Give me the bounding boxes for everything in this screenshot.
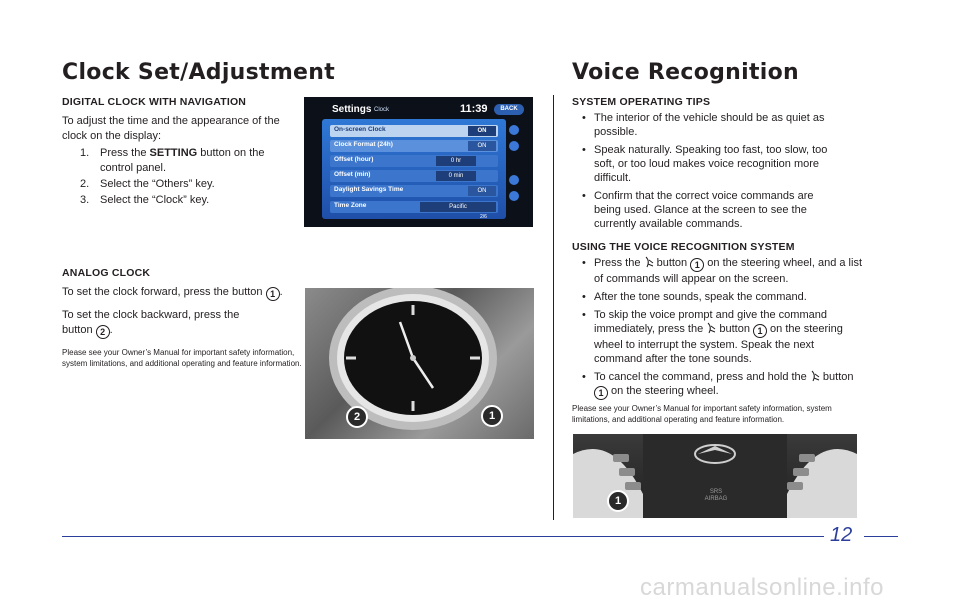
screen-list: On-screen Clock ON Clock Format (24h) ON… [322,119,506,219]
watermark: carmanualsonline.info [640,574,884,601]
footer-rule-right [864,536,898,537]
screen-crumb: Clock [374,107,390,113]
screen-row-2: Clock Format (24h) ON [330,140,498,152]
digital-clock-steps: 1. Press the SETTING button on the contr… [72,146,292,209]
analog-backward-text: To set the clock backward, press the but… [62,309,240,339]
voice-talk-icon [645,256,653,268]
using-list: Press the button 1 on the steering wheel… [572,256,862,404]
tip-2: Speak naturally. Speaking too fast, too … [572,143,842,185]
screen-scrollbar [509,125,521,213]
screen-header: Settings Clock 11:39 BACK [310,101,527,121]
screen-title: Settings [332,104,372,115]
screen-back-button: BACK [494,104,524,115]
button-1-icon: 1 [594,386,608,400]
callout-1: 1 [481,405,503,427]
screen-row-3: Offset (hour) 0 hr [330,155,498,167]
callout-1: 1 [607,490,629,512]
using-step-4: To cancel the command, press and hold th… [572,370,862,400]
step-3: 3. Select the “Clock” key. [80,194,210,206]
step-2: 2. Select the “Others” key. [80,178,215,190]
screen-time: 11:39 [460,103,488,115]
footer-rule-left [62,536,824,537]
voice-safety-note: Please see your Owner’s Manual for impor… [572,404,832,424]
using-step-2: After the tone sounds, speak the command… [572,290,862,304]
column-divider [553,95,554,520]
digital-clock-intro: To adjust the time and the appearance of… [62,115,280,142]
steering-wheel-drawing [573,434,857,518]
tips-heading: SYSTEM OPERATING TIPS [572,96,711,108]
page-number: 12 [830,524,853,546]
tips-list: The interior of the vehicle should be as… [572,111,842,235]
setting-keyword: SETTING [149,147,198,159]
srs-airbag-label: SRS AIRBAG [704,489,728,502]
button-1-icon: 1 [265,287,280,301]
clock-section-title: Clock Set/Adjustment [62,60,336,85]
analog-forward-text: To set the clock forward, press the butt… [62,286,283,301]
using-heading: USING THE VOICE RECOGNITION SYSTEM [572,241,795,253]
analog-clock-image: 2 1 [305,288,534,439]
screen-pager: 2/6 [480,214,487,220]
callout-2: 2 [346,406,368,428]
steering-wheel-image: SRS AIRBAG 1 [573,434,857,518]
screen-row-4: Offset (min) 0 min [330,170,498,182]
step-1: 1. Press the SETTING button on the contr… [80,147,265,174]
voice-section-title: Voice Recognition [572,60,800,85]
button-1-icon: 1 [753,324,767,338]
tip-3: Confirm that the correct voice commands … [572,189,842,231]
screen-row-6: Time Zone Pacific [330,201,498,213]
clock-face-drawing [329,288,500,430]
button-2-icon: 2 [95,325,110,339]
tip-1: The interior of the vehicle should be as… [572,111,842,139]
button-1-icon: 1 [690,258,705,272]
analog-clock-heading: ANALOG CLOCK [62,267,151,279]
analog-safety-note: Please see your Owner’s Manual for impor… [62,348,302,368]
digital-clock-heading: DIGITAL CLOCK WITH NAVIGATION [62,96,247,108]
voice-talk-icon [811,370,820,382]
using-step-3: To skip the voice prompt and give the co… [572,308,862,366]
screen-row-5: Daylight Savings Time ON [330,185,498,197]
using-step-1: Press the button 1 on the steering wheel… [572,256,862,286]
screen-row-1: On-screen Clock ON [330,125,498,137]
voice-talk-icon [707,322,716,334]
settings-clock-screen-image: Settings Clock 11:39 BACK On-screen Cloc… [304,97,533,227]
